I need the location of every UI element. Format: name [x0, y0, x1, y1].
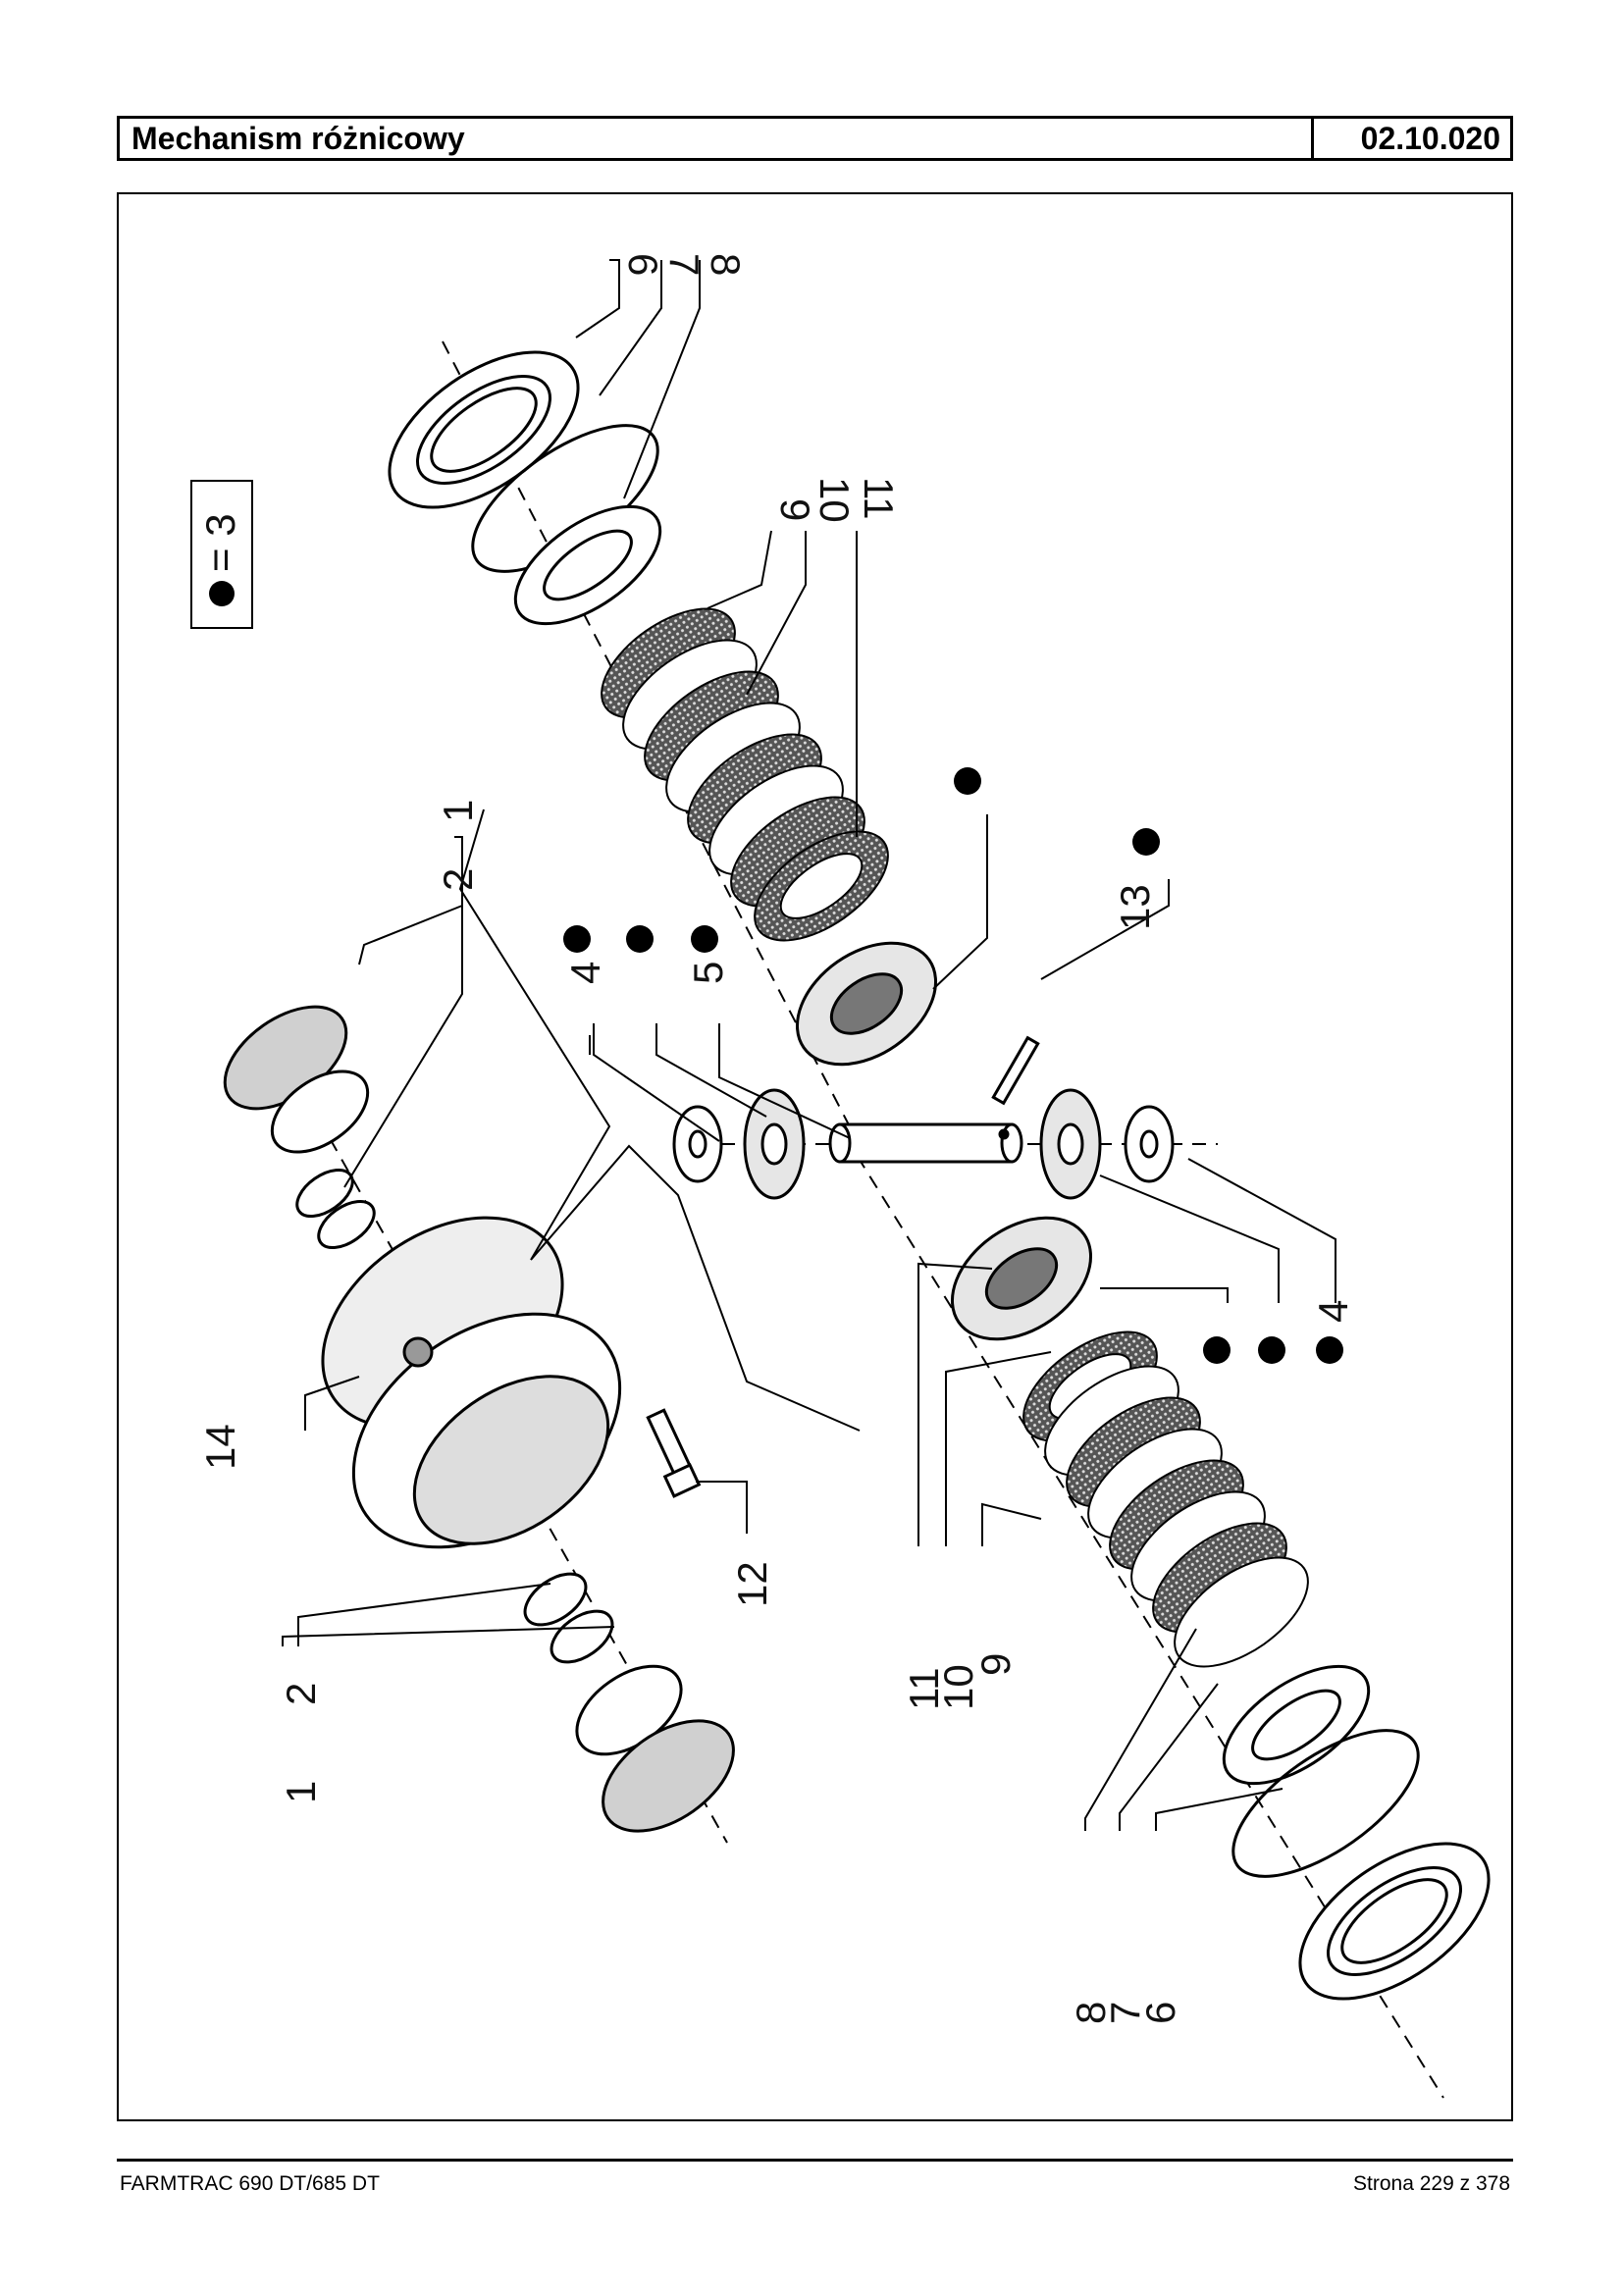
label-2-upper: 2	[435, 868, 481, 891]
label-1-lower: 1	[278, 1781, 324, 1803]
label-6: 6	[620, 253, 666, 276]
dot-marker-icon	[626, 925, 654, 953]
dot-marker-icon	[1132, 828, 1160, 856]
pinion-washer-left	[672, 1105, 723, 1183]
label-4-lower: 4	[1310, 1300, 1356, 1323]
bushing-lower	[523, 1572, 614, 1664]
label-10: 10	[812, 477, 858, 523]
label-9-lower: 9	[972, 1653, 1019, 1676]
label-6-lower: 6	[1137, 2002, 1183, 2024]
label-14: 14	[197, 1424, 243, 1470]
side-gear-upper	[795, 941, 938, 1067]
label-7-lower: 7	[1102, 2002, 1148, 2024]
label-8: 8	[703, 253, 749, 276]
label-11-lower: 11	[901, 1667, 947, 1710]
label-1-upper: 1	[435, 800, 481, 822]
label-2-lower: 2	[278, 1683, 324, 1705]
dot-marker-icon	[954, 767, 981, 795]
dot-markers	[563, 767, 1343, 1364]
label-5: 5	[685, 962, 731, 984]
section-code: 02.10.020	[1360, 121, 1500, 156]
label-13: 13	[1112, 884, 1158, 930]
bearing-upper	[388, 350, 580, 509]
bushing-upper	[295, 1168, 376, 1250]
clutch-pack-upper	[601, 607, 889, 942]
dot-marker-icon	[563, 925, 591, 953]
legend-text: = 3	[197, 513, 243, 572]
dot-marker-icon	[1258, 1336, 1285, 1364]
pinion-shaft	[828, 1122, 1023, 1164]
clutch-pack-lower	[1022, 1330, 1309, 1668]
pinion-washer-right	[1124, 1105, 1175, 1183]
exploded-view-diagram: = 3	[190, 253, 1491, 2099]
label-8-lower: 8	[1068, 2002, 1114, 2024]
diagram-frame: = 3	[117, 192, 1513, 2121]
dot-marker-icon	[691, 925, 718, 953]
label-4-upper: 4	[562, 962, 608, 984]
side-gear-lower	[950, 1216, 1093, 1341]
label-9: 9	[772, 498, 818, 521]
bolt	[646, 1408, 702, 1498]
dot-marker-icon	[1316, 1336, 1343, 1364]
leader-lines	[282, 259, 1336, 1831]
legend-box: = 3	[190, 480, 253, 629]
thrust-washer-lower	[1222, 1664, 1371, 1786]
label-7: 7	[661, 253, 707, 276]
page-title: Mechanism różnicowy	[120, 119, 1314, 158]
pinion-gear-right	[1039, 1088, 1102, 1200]
label-10-lower: 10	[935, 1664, 981, 1710]
locking-pin	[991, 1035, 1040, 1106]
bearing-cup-lower	[575, 1664, 735, 1833]
footer-divider	[117, 2159, 1513, 2162]
section-outline	[458, 808, 861, 1432]
footer-model: FARMTRAC 690 DT/685 DT	[120, 2172, 380, 2195]
pinion-gear-left	[743, 1088, 806, 1200]
bearing-lower	[1298, 1842, 1491, 2001]
header-bar: Mechanism różnicowy 02.10.020	[117, 116, 1513, 161]
label-12: 12	[729, 1561, 775, 1607]
dot-marker-icon	[209, 581, 235, 606]
dot-marker-icon	[1203, 1336, 1231, 1364]
snap-ring-lower	[1231, 1729, 1420, 1878]
thrust-washer-upper	[513, 504, 662, 626]
footer-page-number: Strona 229 z 378	[1353, 2172, 1510, 2195]
bearing-cup-upper	[223, 1005, 370, 1154]
differential-housing	[321, 1216, 622, 1549]
label-11: 11	[856, 477, 902, 520]
